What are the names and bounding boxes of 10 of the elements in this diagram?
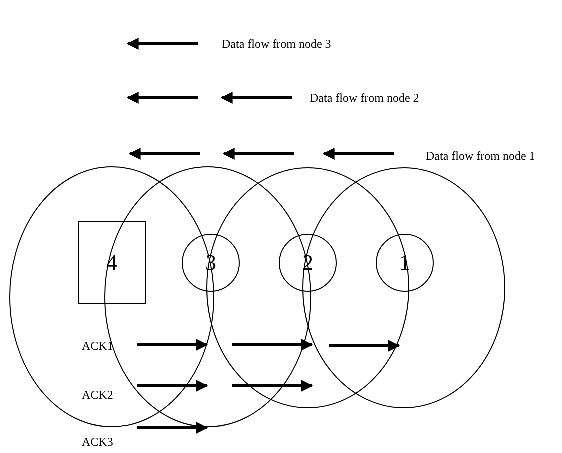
ack-label: ACK2: [82, 389, 114, 401]
ack-label: ACK3: [82, 436, 114, 448]
flow-label: Data flow from node 2: [310, 92, 420, 104]
process-box: [78, 221, 146, 304]
node-circle: [376, 234, 434, 292]
ack-label: ACK1: [82, 340, 114, 352]
flow-label: Data flow from node 1: [426, 150, 536, 162]
node-circle: [279, 234, 337, 292]
flow-label: Data flow from node 3: [222, 38, 332, 50]
node-circle: [182, 234, 240, 292]
